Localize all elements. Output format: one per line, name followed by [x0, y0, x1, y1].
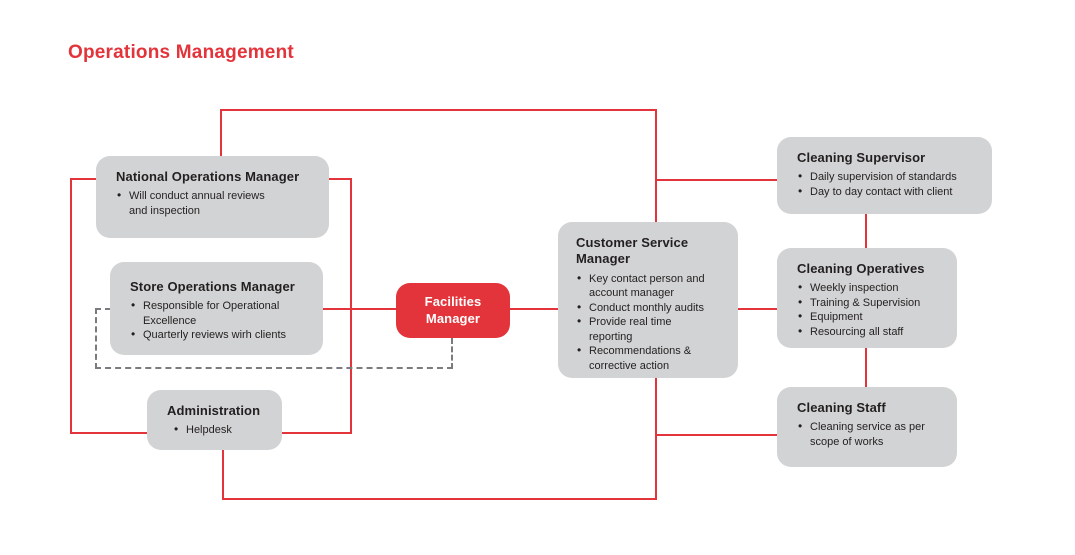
- bullet-item: Conduct monthly audits: [576, 300, 708, 316]
- connector-left-rail-to-nom: [70, 178, 98, 180]
- node-title: Cleaning Staff: [797, 400, 886, 415]
- bullet-item: Key contact person and account manager: [576, 270, 708, 301]
- bullet-item: Training & Supervision: [797, 295, 949, 311]
- node-title: Facilities Manager: [424, 294, 482, 326]
- connector-right-rail: [350, 178, 352, 434]
- connector-operatives-to-staff: [865, 347, 867, 389]
- connector-fm-to-csm: [509, 308, 560, 310]
- bullet-list: Cleaning service as per scope of works: [797, 419, 929, 449]
- node-customer-service-manager: Customer Service Manager Key contact per…: [558, 222, 738, 378]
- node-title: Administration: [167, 403, 261, 418]
- node-title: Cleaning Operatives: [797, 261, 925, 276]
- bullet-item: Responsible for Operational Excellence: [130, 298, 315, 328]
- connector-som-to-fm: [322, 308, 398, 310]
- node-title: National Operations Manager: [116, 169, 300, 184]
- bullet-item: Day to day contact with client: [797, 184, 988, 200]
- bullet-list: Daily supervision of standards Day to da…: [797, 169, 988, 200]
- connector-left-rail: [70, 178, 72, 434]
- dashed-connector-som-stub: [95, 308, 111, 310]
- bullet-list: Helpdesk: [167, 422, 274, 438]
- dashed-connector-fm-vertical: [451, 338, 453, 369]
- connector-admin-bottom-vertical: [222, 449, 224, 500]
- bullet-list: Key contact person and account manager C…: [576, 270, 708, 374]
- connector-nom-top-vertical: [220, 109, 222, 158]
- bullet-item: Equipment: [797, 309, 949, 325]
- bullet-item: Will conduct annual reviews and inspecti…: [116, 188, 276, 218]
- connector-supervisor-to-operatives: [865, 213, 867, 250]
- node-facilities-manager: Facilities Manager: [396, 283, 510, 338]
- bullet-list: Weekly inspection Training & Supervision…: [797, 280, 949, 340]
- node-store-operations-manager: Store Operations Manager Responsible for…: [110, 262, 323, 355]
- node-national-operations-manager: National Operations Manager Will conduct…: [96, 156, 329, 238]
- node-title: Cleaning Supervisor: [797, 150, 926, 165]
- bullet-list: Responsible for Operational Excellence Q…: [130, 298, 315, 343]
- connector-bottom-rail: [222, 498, 657, 500]
- connector-top-horizontal: [220, 109, 657, 111]
- bullet-item: Provide real time reporting: [576, 314, 708, 344]
- connector-nom-to-right-rail: [328, 178, 352, 180]
- bullet-item: Helpdesk: [173, 422, 274, 438]
- page-title: Operations Management: [68, 42, 294, 63]
- connector-left-rail-to-admin: [70, 432, 149, 434]
- dashed-connector-left-vertical: [95, 308, 97, 369]
- connector-csm-top-vertical: [655, 109, 657, 224]
- node-title: Store Operations Manager: [130, 279, 295, 294]
- connector-admin-to-right-rail: [281, 432, 352, 434]
- bullet-item: Weekly inspection: [797, 280, 949, 296]
- connector-to-cleaning-supervisor: [655, 179, 777, 181]
- bullet-item: Recommendations & corrective action: [576, 343, 708, 373]
- node-title: Customer Service Manager: [576, 235, 689, 267]
- bullet-list: Will conduct annual reviews and inspecti…: [116, 188, 276, 218]
- node-cleaning-operatives: Cleaning Operatives Weekly inspection Tr…: [777, 248, 957, 348]
- bullet-item: Daily supervision of standards: [797, 169, 988, 185]
- node-administration: Administration Helpdesk: [147, 390, 282, 450]
- dashed-connector-horizontal: [95, 367, 453, 369]
- bullet-item: Resourcing all staff: [797, 324, 949, 340]
- node-cleaning-supervisor: Cleaning Supervisor Daily supervision of…: [777, 137, 992, 214]
- connector-csm-to-operatives: [737, 308, 779, 310]
- connector-csm-bottom-vertical: [655, 377, 657, 500]
- node-cleaning-staff: Cleaning Staff Cleaning service as per s…: [777, 387, 957, 467]
- connector-to-cleaning-staff: [655, 434, 779, 436]
- bullet-item: Cleaning service as per scope of works: [797, 419, 929, 449]
- bullet-item: Quarterly reviews wirh clients: [130, 327, 315, 343]
